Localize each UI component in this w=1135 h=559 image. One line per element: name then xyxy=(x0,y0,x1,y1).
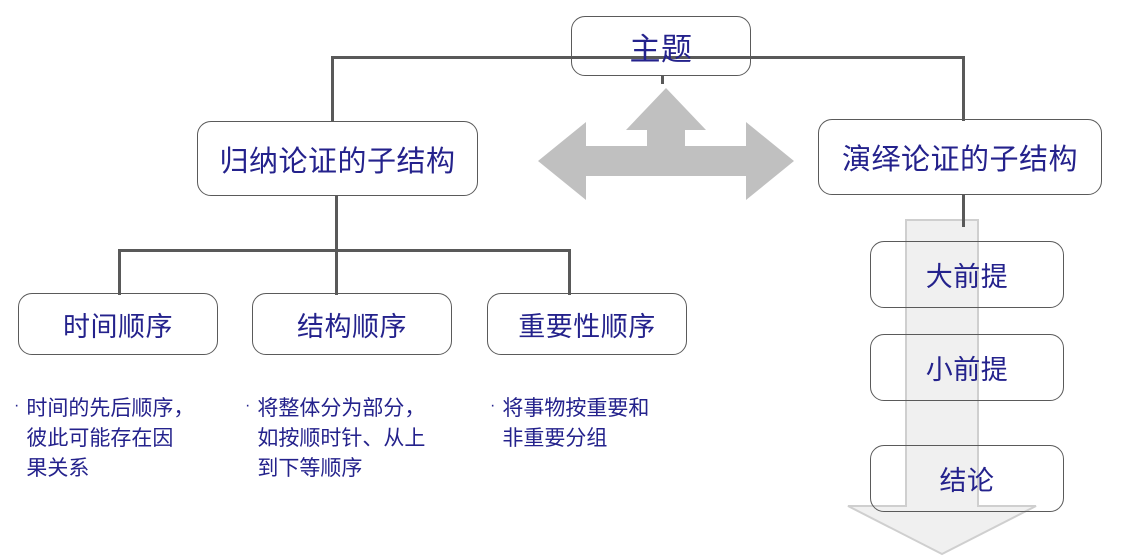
three-way-arrow-icon xyxy=(538,88,794,206)
note-item: · 将事物按重要和 非重要分组 xyxy=(490,394,712,454)
connector-to-structure-order xyxy=(335,249,338,295)
note-text: 将整体分为部分， 如按顺时针、从上 到下等顺序 xyxy=(257,397,426,480)
bullet-marker-icon: · xyxy=(490,397,496,414)
node-minor-premise[interactable]: 小前提 xyxy=(870,334,1064,401)
node-structure-order[interactable]: 结构顺序 xyxy=(252,293,452,355)
connector-to-time-order xyxy=(118,249,121,295)
node-time-order[interactable]: 时间顺序 xyxy=(18,293,218,355)
connector-deductive-stem xyxy=(962,195,965,227)
node-importance-order-label: 重要性顺序 xyxy=(518,311,656,342)
notes-importance-order: · 将事物按重要和 非重要分组 xyxy=(490,394,712,454)
node-deductive-structure-label: 演绎论证的子结构 xyxy=(841,144,1078,176)
connector-root-to-inductive xyxy=(331,56,334,121)
node-time-order-label: 时间顺序 xyxy=(63,311,173,342)
connector-inductive-stem xyxy=(335,196,338,251)
node-conclusion-label: 结论 xyxy=(939,466,995,496)
node-conclusion[interactable]: 结论 xyxy=(870,445,1064,512)
down-arrow-icon xyxy=(846,218,1038,556)
note-item: · 将整体分为部分， 如按顺时针、从上 到下等顺序 xyxy=(245,394,477,483)
node-deductive-structure[interactable]: 演绎论证的子结构 xyxy=(818,119,1102,195)
bullet-marker-icon: · xyxy=(14,397,20,414)
connector-root-horizontal xyxy=(331,56,965,59)
connector-to-importance-order xyxy=(568,249,571,295)
connector-root-to-deductive xyxy=(962,56,965,121)
node-inductive-structure-label: 归纳论证的子结构 xyxy=(219,145,456,178)
bullet-marker-icon: · xyxy=(245,397,251,414)
node-major-premise-label: 大前提 xyxy=(925,262,1009,292)
note-item: · 时间的先后顺序， 彼此可能存在因 果关系 xyxy=(14,394,236,483)
node-inductive-structure[interactable]: 归纳论证的子结构 xyxy=(197,121,478,196)
node-main-topic-label: 主题 xyxy=(629,31,693,67)
connector-inductive-bar xyxy=(118,249,570,252)
node-main-topic[interactable]: 主题 xyxy=(571,16,751,76)
node-structure-order-label: 结构顺序 xyxy=(297,311,407,342)
node-major-premise[interactable]: 大前提 xyxy=(870,241,1064,308)
node-importance-order[interactable]: 重要性顺序 xyxy=(487,293,687,355)
note-text: 将事物按重要和 非重要分组 xyxy=(502,397,650,450)
notes-time-order: · 时间的先后顺序， 彼此可能存在因 果关系 xyxy=(14,394,236,483)
note-text: 时间的先后顺序， 彼此可能存在因 果关系 xyxy=(26,397,195,480)
node-minor-premise-label: 小前提 xyxy=(925,355,1009,385)
notes-structure-order: · 将整体分为部分， 如按顺时针、从上 到下等顺序 xyxy=(245,394,477,483)
connector-root-stub xyxy=(661,76,664,84)
